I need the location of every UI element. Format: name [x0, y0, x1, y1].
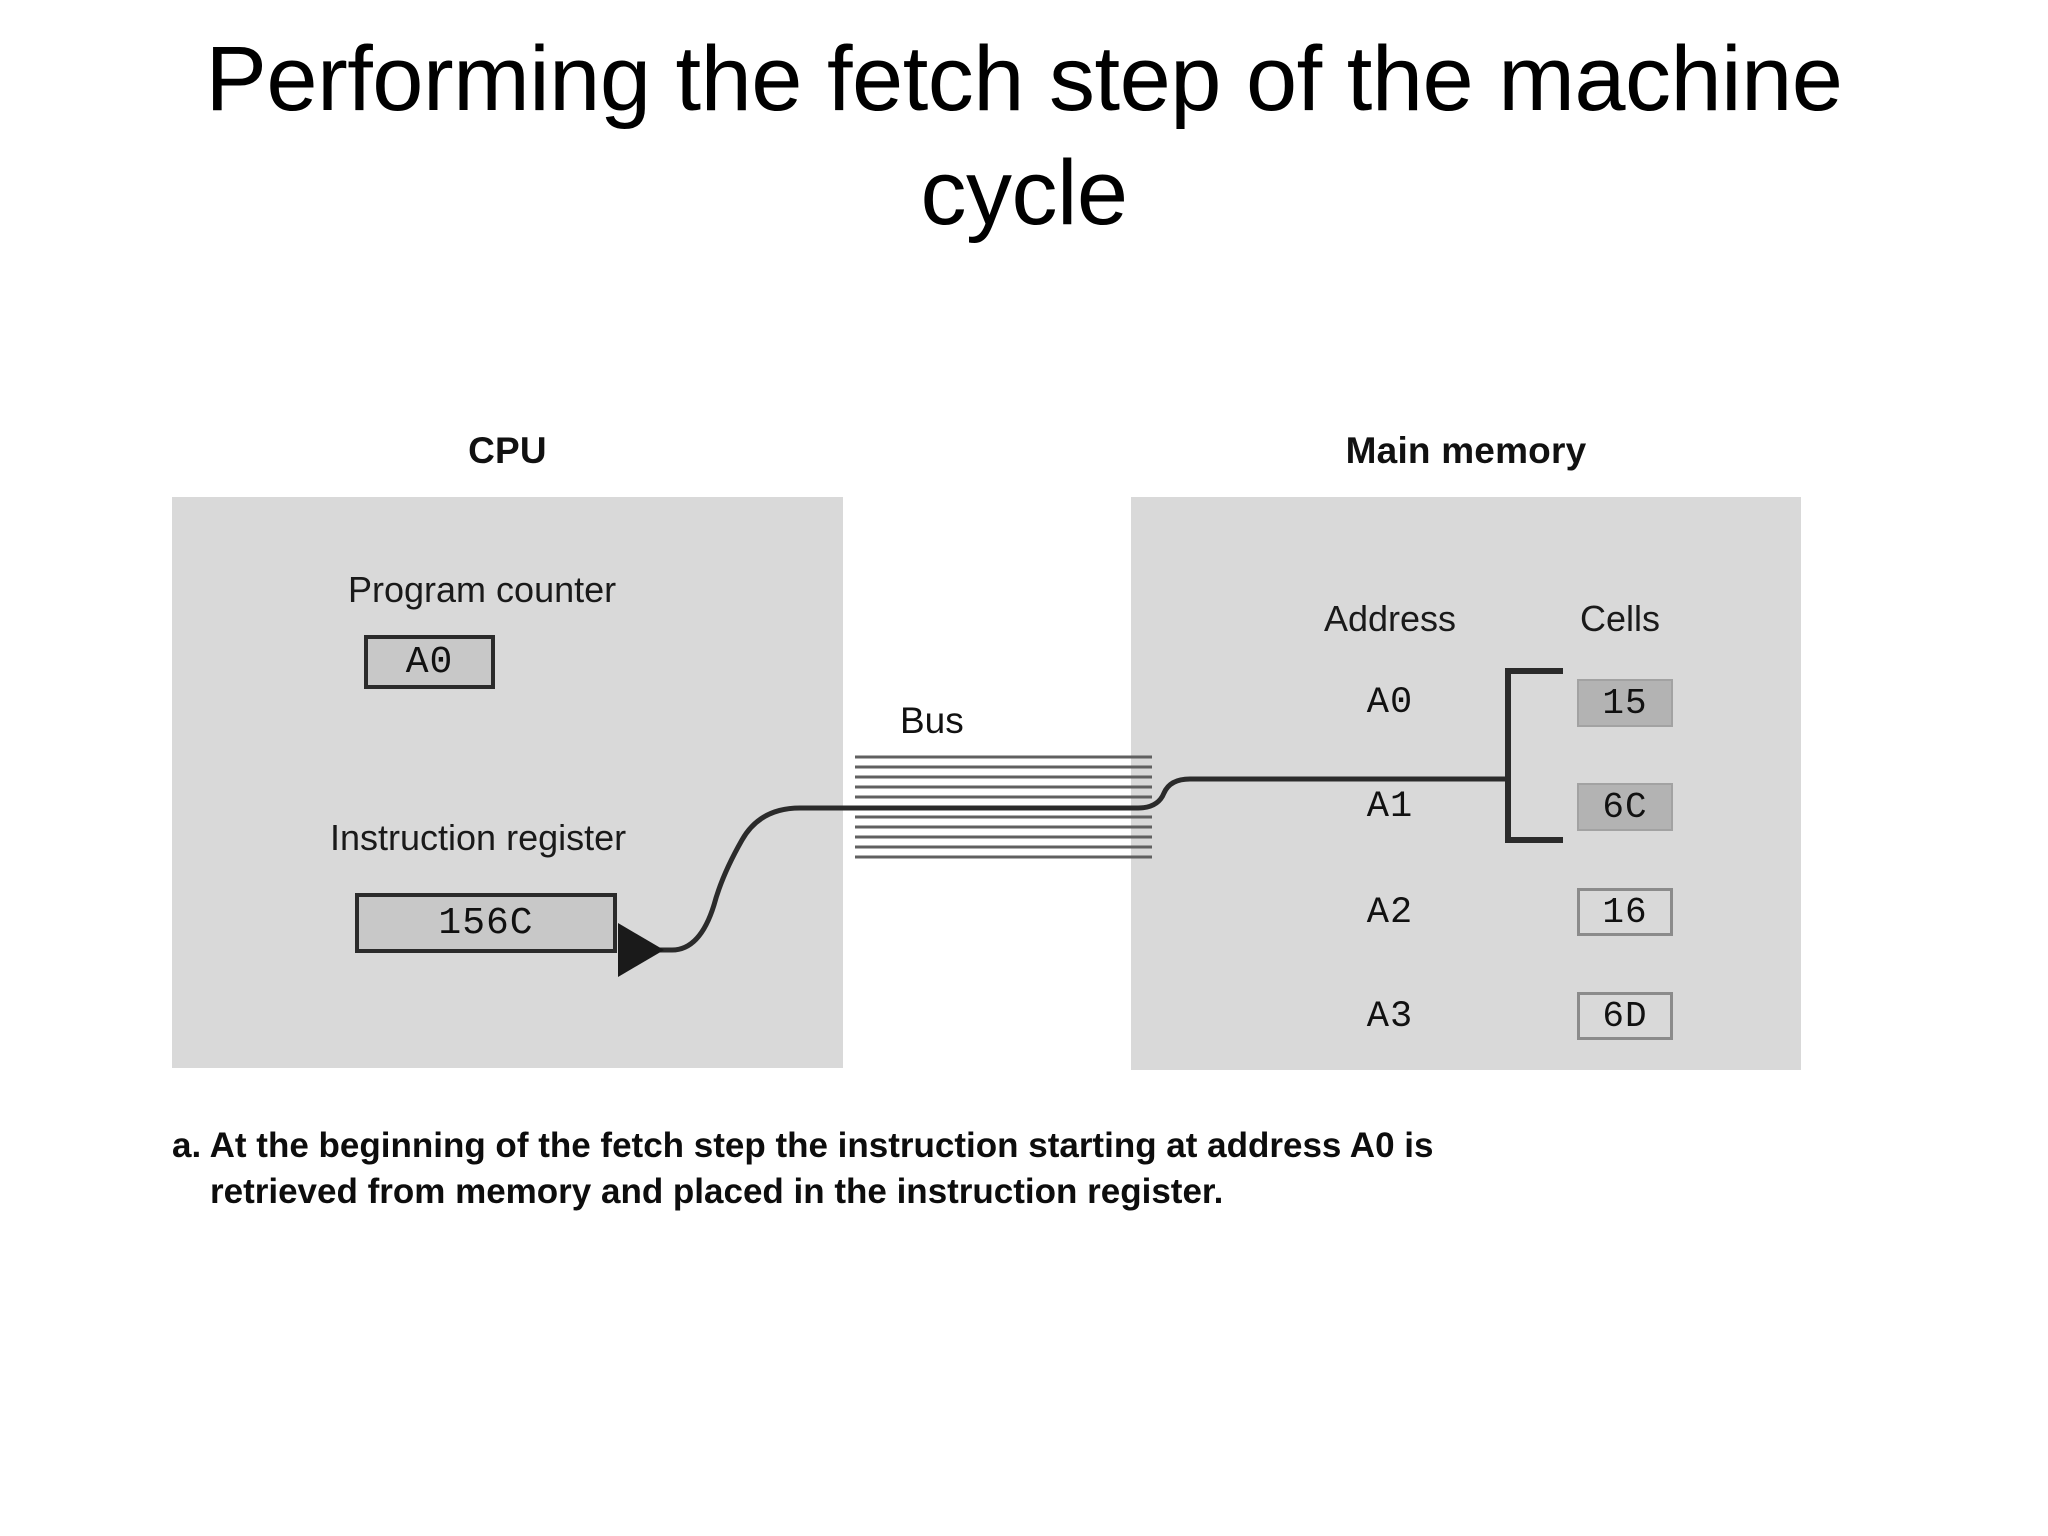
memory-cell-a3: 6D	[1577, 992, 1673, 1040]
caption-marker: a.	[172, 1126, 202, 1165]
memory-address-a3: A3	[1366, 996, 1414, 1038]
memory-address-a1: A1	[1366, 786, 1414, 828]
figure-caption: a. At the beginning of the fetch step th…	[172, 1123, 1692, 1215]
memory-address-a0: A0	[1366, 682, 1414, 724]
instruction-register-value: 156C	[355, 893, 617, 953]
caption-line-1: At the beginning of the fetch step the i…	[209, 1126, 1434, 1165]
cells-column-header: Cells	[1579, 598, 1660, 639]
program-counter-label: Program counter	[348, 569, 617, 610]
memory-cell-a1: 6C	[1577, 783, 1673, 831]
memory-cell-a0: 15	[1577, 679, 1673, 727]
cpu-label: CPU	[468, 430, 547, 471]
caption-line-2: retrieved from memory and placed in the …	[210, 1172, 1224, 1211]
bus-ribbon	[855, 755, 1152, 859]
page-title: Performing the fetch step of the machine…	[205, 28, 1843, 244]
memory-cell-a2: 16	[1577, 888, 1673, 936]
program-counter-register: A0	[364, 635, 495, 689]
main-memory-label: Main memory	[1345, 430, 1587, 471]
address-column-header: Address	[1323, 598, 1457, 639]
cpu-box	[172, 497, 843, 1068]
memory-address-a2: A2	[1366, 892, 1414, 934]
bus-label: Bus	[900, 700, 964, 741]
instruction-register-label: Instruction register	[330, 817, 627, 858]
main-memory-box	[1131, 497, 1801, 1070]
